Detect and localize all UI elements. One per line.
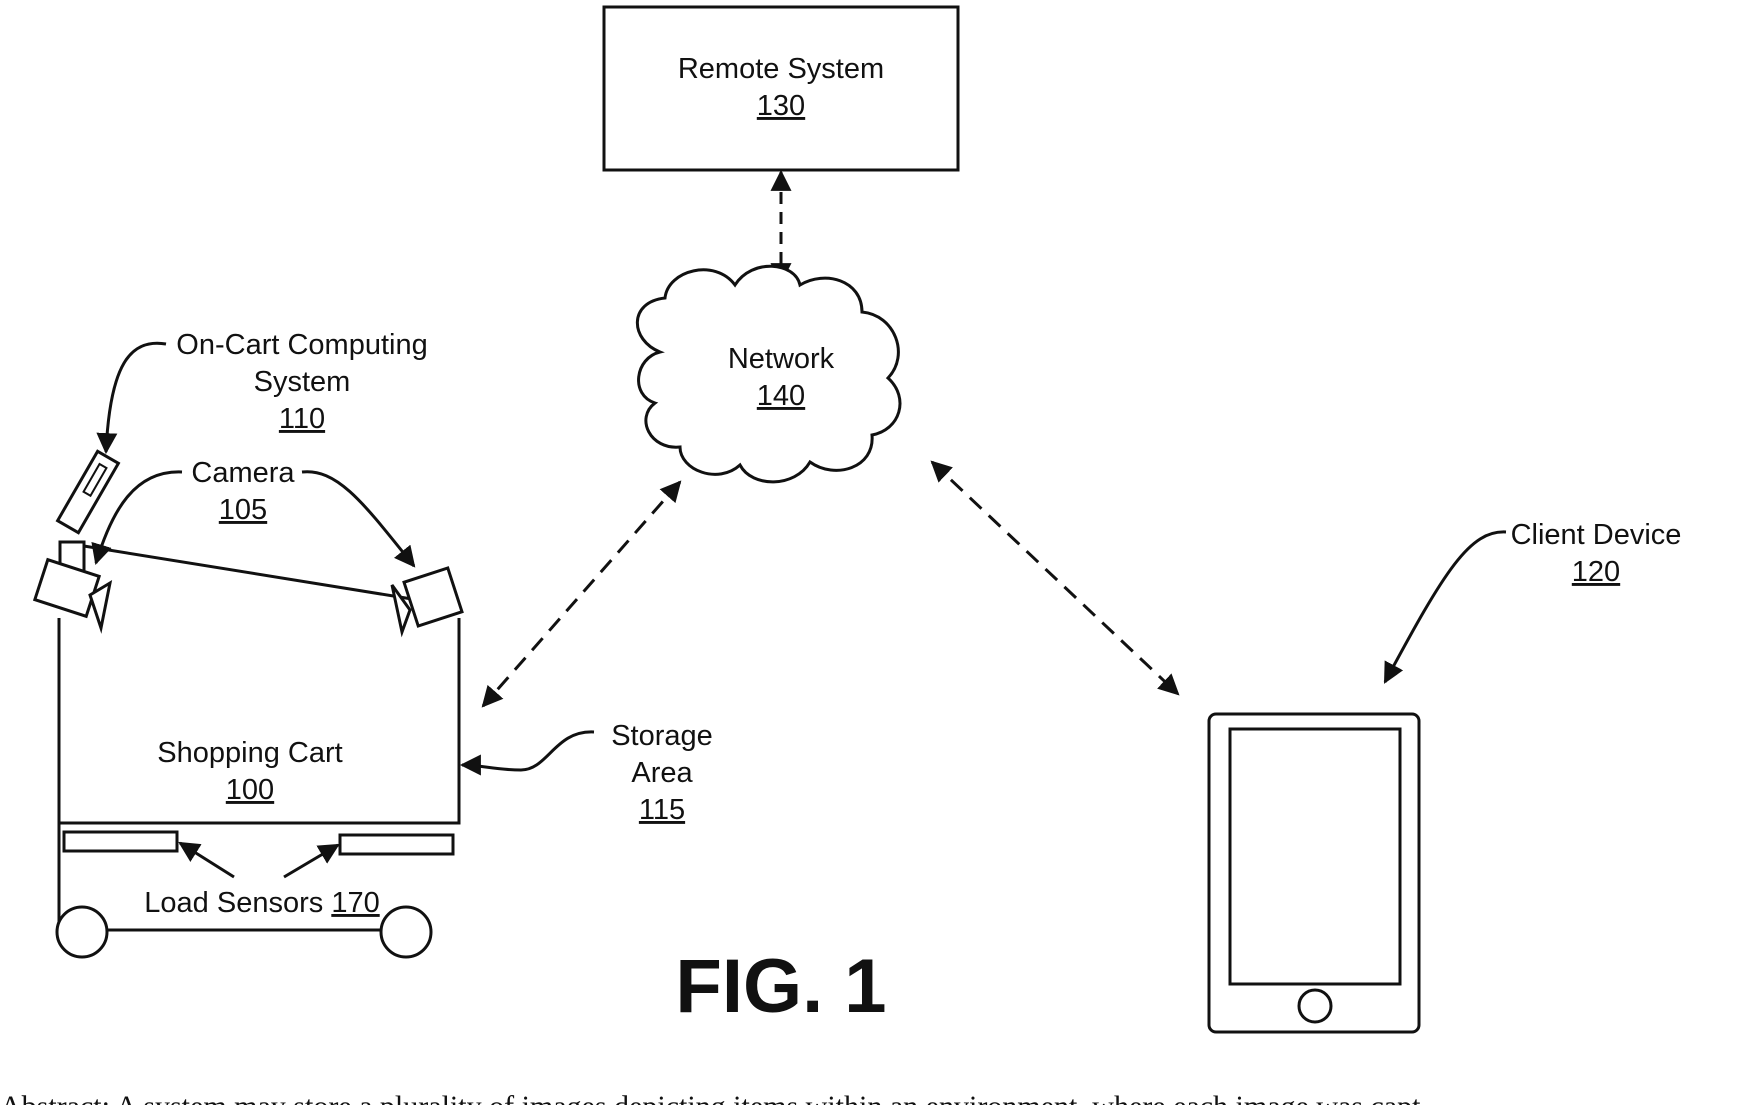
network-cart-link bbox=[483, 482, 680, 706]
storage-area-ref: 115 bbox=[639, 794, 685, 826]
load-sensor-left bbox=[64, 832, 177, 851]
network-cloud: Network 140 bbox=[637, 266, 900, 482]
storage-area-label-2: Area bbox=[631, 757, 693, 789]
client-device-label: Client Device bbox=[1511, 519, 1682, 551]
cart-wheel-right bbox=[381, 907, 431, 957]
camera-right bbox=[392, 568, 462, 632]
abstract-text: Abstract: A system may store a plurality… bbox=[0, 1090, 1421, 1105]
home-button-icon bbox=[1299, 990, 1331, 1022]
shopping-cart-label: Shopping Cart bbox=[157, 737, 342, 769]
storage-area-label-1: Storage bbox=[611, 720, 713, 752]
cart-wheel-left bbox=[57, 907, 107, 957]
client-device-ref: 120 bbox=[1572, 556, 1620, 588]
load-sensors-leader-right bbox=[284, 845, 338, 877]
figure-label: FIG. 1 bbox=[675, 944, 886, 1029]
load-sensor-right bbox=[340, 835, 453, 854]
on-cart-computing-ref: 110 bbox=[279, 403, 325, 435]
load-sensors-label: Load Sensors 170 bbox=[144, 887, 379, 919]
camera-leader-right bbox=[302, 472, 414, 566]
load-sensors-leader-left bbox=[180, 843, 234, 877]
storage-area-leader bbox=[462, 732, 594, 770]
network-client-link bbox=[932, 462, 1178, 694]
client-device-tablet bbox=[1209, 714, 1419, 1032]
shopping-cart-ref: 100 bbox=[226, 774, 274, 806]
remote-system-label: Remote System bbox=[678, 53, 884, 85]
camera-ref: 105 bbox=[219, 494, 267, 526]
network-ref: 140 bbox=[757, 380, 805, 412]
on-cart-computing-leader bbox=[106, 343, 166, 452]
remote-system-box: Remote System 130 bbox=[604, 7, 958, 170]
on-cart-computing-label-1: On-Cart Computing bbox=[176, 329, 427, 361]
client-device-leader bbox=[1385, 532, 1506, 682]
network-label: Network bbox=[728, 343, 835, 375]
remote-system-ref: 130 bbox=[757, 90, 805, 122]
camera-label: Camera bbox=[191, 457, 295, 489]
on-cart-computing-label-2: System bbox=[254, 366, 351, 398]
on-cart-computing-device bbox=[58, 451, 119, 532]
